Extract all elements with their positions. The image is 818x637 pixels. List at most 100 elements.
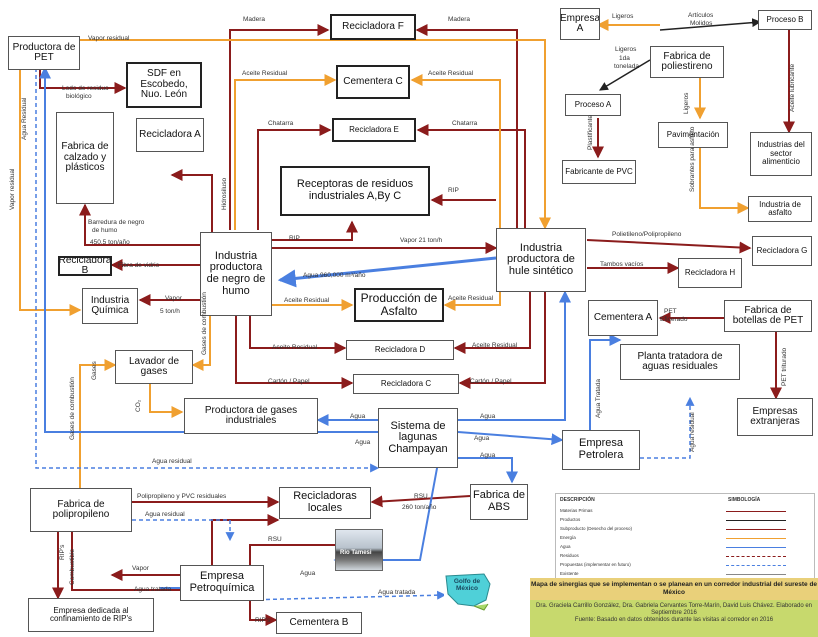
edge — [453, 292, 531, 354]
legend-swatch — [726, 547, 786, 548]
node-sistema-lagunas: Sistema de lagunas Champayan — [378, 408, 458, 468]
node-recicladora-c: Recicladora C — [353, 374, 459, 394]
edge-label: CO₂ — [135, 399, 142, 412]
edge-label: Gases — [91, 361, 98, 380]
edge — [249, 600, 278, 626]
edge-label: Fibra de vidrio — [118, 262, 160, 269]
node-productora-pet: Productora de PET — [8, 36, 80, 70]
edge — [80, 39, 551, 230]
node-sdf-escobedo-label: SDF en Escobedo, Nuo. León — [140, 68, 188, 101]
edge-label: Aceite Residual — [284, 297, 330, 304]
legend-swatch — [726, 538, 786, 539]
golfo-map-shape — [445, 573, 491, 611]
node-recicladora-f: Recicladora F — [330, 14, 416, 40]
edge-group-wastewater — [35, 68, 695, 601]
node-recicladora-g: Recicladora G — [752, 236, 812, 266]
legend-swatch — [726, 520, 786, 521]
legend-row-label: Productos — [560, 517, 581, 522]
node-industria-negro-humo: Industria productora de negro de humo — [200, 232, 272, 316]
edge — [191, 315, 211, 371]
edge — [170, 169, 213, 236]
node-pavimentacion: Pavimentación — [658, 122, 728, 148]
edge-group-residues — [39, 24, 795, 626]
edge — [599, 59, 651, 91]
edge — [699, 148, 750, 214]
edge — [235, 315, 354, 389]
node-fabricante-pvc: Fabricante de PVC — [562, 160, 636, 184]
edge-label: RIP — [448, 187, 459, 194]
edge — [257, 124, 332, 230]
legend-row-label: Agua — [560, 544, 571, 549]
edge — [272, 220, 358, 241]
edge-label: PET triturado — [781, 347, 788, 386]
edge-label: PET — [664, 308, 677, 315]
edge-label: Combustible — [69, 548, 76, 585]
node-recicladora-d: Recicladora D — [346, 340, 454, 360]
legend-swatch — [726, 511, 786, 512]
edge-label: RIP's — [255, 617, 271, 624]
edge-label: Chatarra — [452, 120, 478, 127]
node-receptoras-residuos: Receptoras de residuos industriales A,By… — [280, 166, 430, 216]
edge-label: RIP's — [59, 544, 66, 560]
node-empresa-rips: Empresa dedicada al confinamiento de RIP… — [28, 598, 154, 632]
edge-label: Vapor residual — [88, 35, 130, 42]
edge — [149, 382, 184, 418]
legend-row-label: Subproducto (Desecho del proceso) — [560, 526, 633, 531]
edge-label: Agua — [350, 413, 366, 420]
edge-label: Aceite Residual — [242, 70, 288, 77]
edge-label: Madera — [448, 16, 471, 23]
edge-label: Agua residual — [145, 511, 185, 518]
legend-row-label: Materias Primas — [560, 508, 593, 513]
node-fabrica-calzado: Fabrica de calzado y plásticos — [56, 112, 114, 204]
legend-swatch — [726, 565, 786, 566]
edge — [71, 532, 180, 591]
edge-label: Agua tratada — [378, 589, 416, 596]
edge — [659, 18, 762, 31]
edge — [415, 24, 518, 228]
caption-credits: Dra. Graciela Carrillo González, Dra. Ga… — [530, 600, 818, 637]
edge-label: biológico — [66, 93, 92, 100]
edge-label: Cartón / Papel — [470, 378, 512, 385]
edge — [249, 315, 347, 354]
edge — [458, 290, 571, 421]
edge-label: RIP — [289, 235, 300, 242]
edge-label: Agua — [480, 413, 496, 420]
golfo-label: Golfo de México — [453, 578, 481, 593]
edge — [79, 359, 117, 488]
edge-label: Chatarra — [268, 120, 294, 127]
edge-label: Agua — [355, 439, 371, 446]
edge — [35, 68, 380, 473]
edge-label: RSU — [268, 536, 282, 543]
node-cementera-c: Cementera C — [336, 65, 410, 99]
edge-label: Vapor — [132, 565, 149, 572]
node-empresa-petrolera: Empresa Petrolera — [562, 430, 640, 470]
edge-label: Agua Residual — [21, 97, 28, 140]
golfo-mexico-map: Golfo de México — [444, 570, 492, 612]
edge — [443, 292, 501, 311]
edge — [229, 24, 330, 230]
edge — [458, 292, 546, 389]
edge-label: Sobrantes para asfalto — [689, 126, 696, 192]
edge-label: Gases de combustión — [69, 377, 76, 440]
edge-label: Madera — [243, 16, 266, 23]
edge-label: RSU — [414, 493, 428, 500]
legend-row-label: Residuos — [560, 553, 579, 558]
edge-label: 5 ton/h — [160, 308, 180, 315]
node-cementera-b: Cementera B — [276, 612, 362, 634]
edge — [234, 74, 337, 230]
node-industria-quimica: Industria Química — [82, 288, 138, 324]
legend-row-label: Existente — [560, 571, 579, 576]
edge-label: 450.5 ton/año — [90, 239, 130, 246]
legend-row-label: Propuestas (implementar en futuro) — [560, 562, 631, 567]
node-recicladora-b: Recicladora B — [58, 256, 112, 276]
edge-label: Ligeros — [615, 46, 637, 53]
edge-label: Agua — [480, 452, 496, 459]
edge-label: Tambos vacíos — [600, 261, 644, 268]
edge — [244, 590, 447, 601]
legend-swatch — [726, 574, 786, 575]
edge-label: Agua — [300, 570, 316, 577]
caption-authors: Dra. Graciela Carrillo González, Dra. Ga… — [535, 603, 812, 616]
node-industria-hule: Industria productora de hule sintético — [496, 228, 586, 292]
